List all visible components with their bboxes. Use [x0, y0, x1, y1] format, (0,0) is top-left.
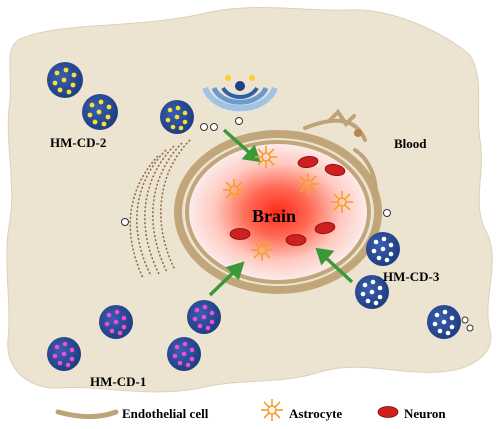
- vesicle-small: [354, 129, 362, 137]
- endothelial-membrane-icon: [55, 409, 119, 419]
- legend-endothelial-label: Endothelial cell: [122, 406, 209, 421]
- hm-cd-2-particle-b: [82, 94, 118, 130]
- hm-cd-3-particle-a: [366, 232, 400, 266]
- hm-cd-1-particle-b: [187, 300, 221, 334]
- label-blood: Blood: [394, 136, 427, 151]
- label-hm-cd-3: HM-CD-3: [383, 269, 440, 284]
- neuron-icon: [285, 234, 307, 246]
- astrocyte-icon: [251, 239, 273, 261]
- hm-cd-2-particle-c: [160, 100, 194, 134]
- endothelial-ring-outer: [174, 130, 382, 294]
- neuron-icon: [229, 228, 251, 240]
- neuron-icon: [297, 155, 319, 169]
- hm-cd-1-particle-d: [167, 337, 201, 371]
- astrocyte-icon: [297, 173, 319, 195]
- neuron-icon: [377, 406, 399, 418]
- hm-cd-3-particle-c: [427, 305, 461, 339]
- neuron-icon: [324, 163, 346, 177]
- arrows: [208, 128, 354, 297]
- label-brain: Brain: [252, 206, 296, 226]
- golgi-stack: [129, 139, 191, 279]
- endothelial-ring-inner: [185, 140, 371, 284]
- legend-neuron-label: Neuron: [404, 406, 446, 421]
- legend-astrocyte-label: Astrocyte: [289, 406, 342, 421]
- brain-region: [187, 142, 369, 282]
- small-vesicles: [121, 117, 474, 332]
- hm-cd-1-particle-c: [47, 337, 81, 371]
- astrocyte-icon: [331, 191, 353, 213]
- label-hm-cd-2: HM-CD-2: [50, 135, 106, 150]
- label-hm-cd-1: HM-CD-1: [90, 374, 146, 389]
- astrocyte-icon: [255, 146, 277, 168]
- astrocyte-icon: [261, 399, 283, 421]
- hm-cd-2-particle-a: [47, 62, 83, 98]
- brain-vessel: [174, 130, 382, 294]
- neuron-icon: [314, 221, 336, 235]
- receptor-complex: [202, 75, 278, 112]
- neurons: [229, 155, 346, 246]
- astrocytes: [223, 146, 353, 261]
- legend: Endothelial cell Astrocyte Neuron: [55, 399, 446, 421]
- hm-cd-1-particle-a: [99, 305, 133, 339]
- hm-cd-3-particle-b: [355, 275, 389, 309]
- astrocyte-icon: [223, 179, 245, 201]
